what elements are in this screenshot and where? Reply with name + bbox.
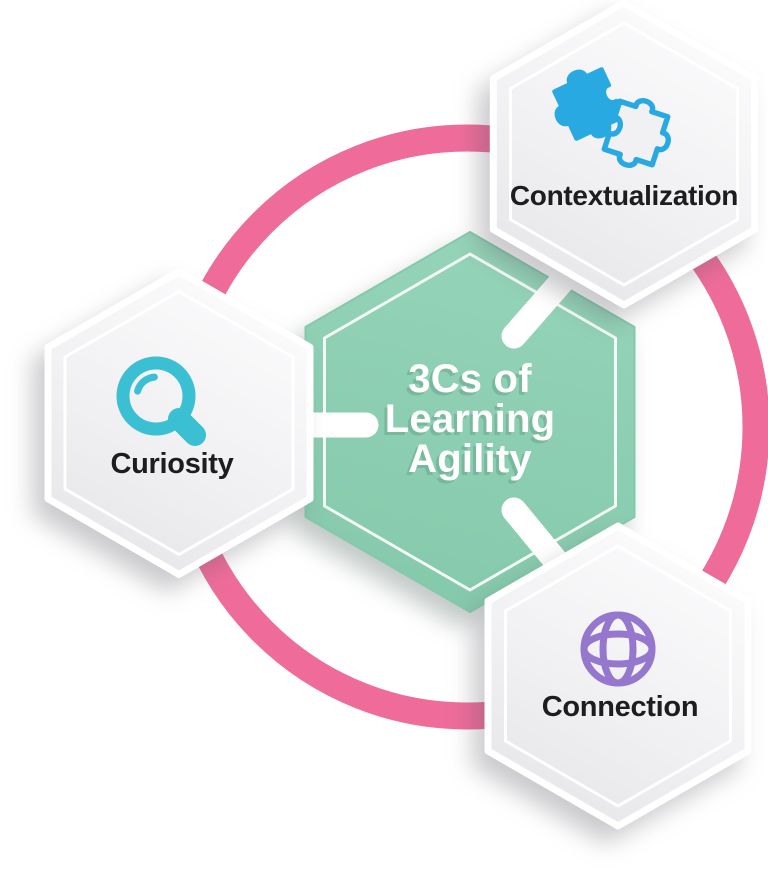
center-title-line: Agility — [408, 437, 532, 481]
center-title-line: 3Cs of — [408, 357, 532, 401]
center-hexagon-inner-line — [323, 252, 617, 592]
globe-icon — [580, 611, 656, 687]
label-curiosity: Curiosity — [110, 448, 234, 480]
connector-top-right — [501, 259, 583, 349]
center-title-line: Learning — [384, 397, 556, 441]
label-connection: Connection — [541, 691, 699, 723]
center-title: 3Cs of Learning Agility — [315, 359, 625, 479]
center-hexagon — [304, 231, 636, 613]
label-contextualization: Contextualization — [509, 180, 739, 211]
puzzle-pieces-icon — [552, 67, 671, 168]
magnifying-glass-icon — [116, 356, 206, 446]
hexagon-connection — [484, 522, 752, 830]
